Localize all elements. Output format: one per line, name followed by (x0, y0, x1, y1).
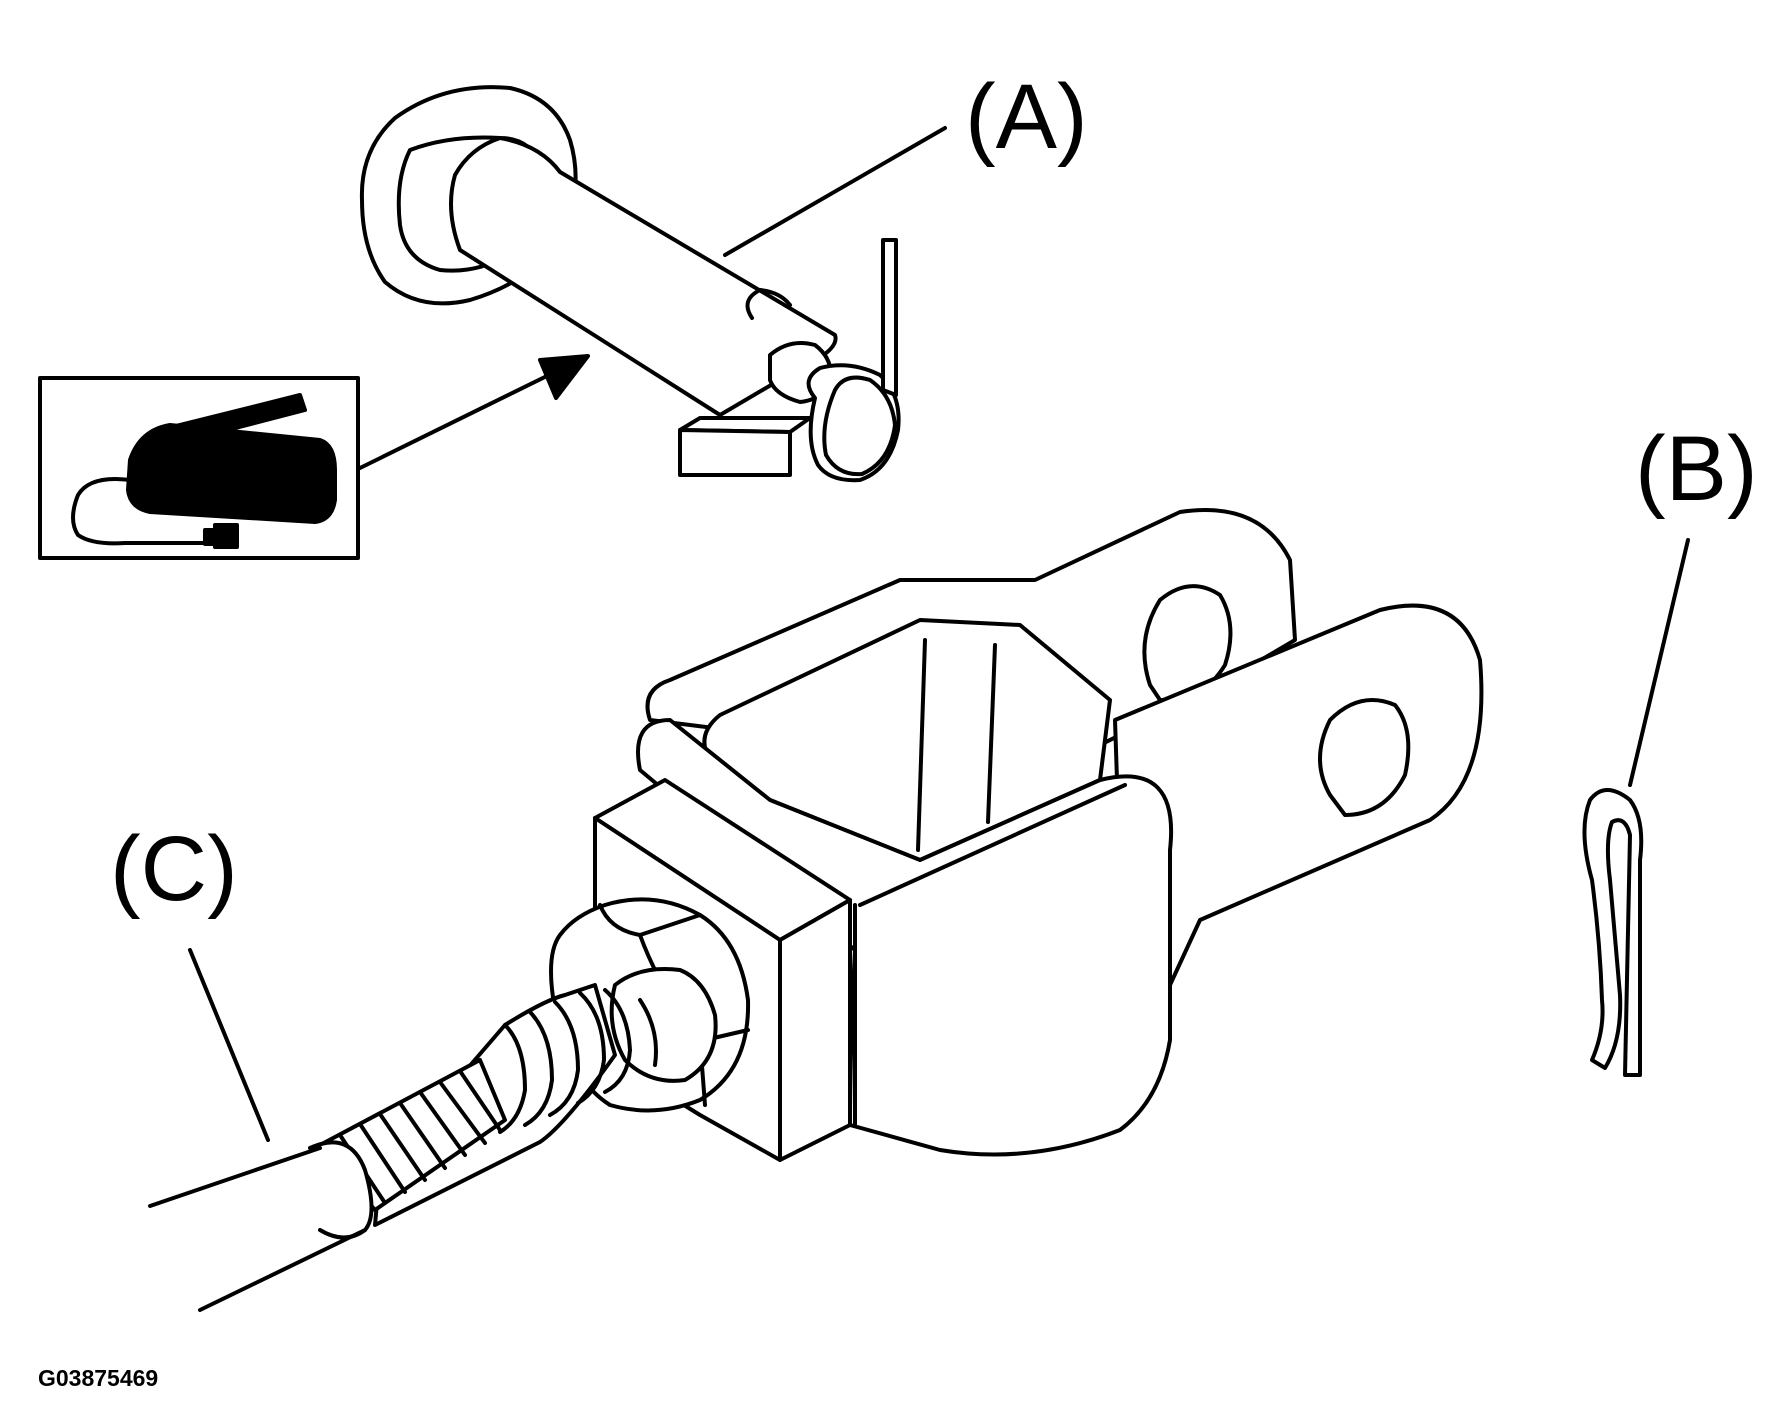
thread-3 (548, 1000, 580, 1117)
inset-arrow-head (538, 354, 590, 400)
pin-vertical-rod (881, 238, 898, 397)
yoke-inner-line-1 (916, 638, 927, 852)
inset-arrow-line (358, 370, 557, 470)
nut-washer-face (609, 967, 718, 1083)
callout-a-leader (723, 126, 947, 257)
pin-shaft (449, 136, 838, 417)
cable-bottom-edge (198, 1228, 367, 1312)
callout-b-leader (1628, 538, 1690, 787)
grease-gun-icon (71, 393, 337, 549)
callout-a-label: (A) (965, 66, 1088, 168)
thread-6 (638, 998, 658, 1067)
yoke-front-arm (1113, 603, 1484, 987)
cotter-pin (1582, 788, 1644, 1077)
callout-b-label: (B) (1635, 418, 1758, 520)
callout-c-label: (C) (110, 818, 238, 920)
thread-1 (498, 1023, 527, 1134)
boss-right (778, 898, 852, 1162)
figure-code: G03875469 (38, 1365, 158, 1391)
pin-cross-hole (745, 288, 792, 320)
clevis-pin (359, 85, 901, 483)
knurl-line-5 (418, 1090, 467, 1157)
cable-top-edge (148, 1146, 322, 1208)
yoke-front-hole (1318, 698, 1411, 817)
pin-tab-front (678, 428, 792, 477)
yoke-body-top-edge (858, 783, 1127, 907)
callout-c-leader (188, 948, 270, 1142)
grease-inset (38, 354, 590, 560)
thread-5 (603, 988, 632, 1094)
knurl-line-4 (398, 1101, 447, 1170)
pin-end-washer-face (822, 375, 897, 477)
cotter-pin-outline (1582, 788, 1644, 1077)
knurl-line-6 (438, 1080, 487, 1145)
thread-4 (576, 991, 606, 1105)
knurl-line-3 (378, 1112, 427, 1182)
cable (148, 1140, 374, 1312)
knurl-line-2 (358, 1122, 407, 1194)
yoke-inner-line-2 (986, 643, 997, 824)
thread-2 (523, 1010, 554, 1127)
knurl-line-7 (458, 1069, 502, 1132)
